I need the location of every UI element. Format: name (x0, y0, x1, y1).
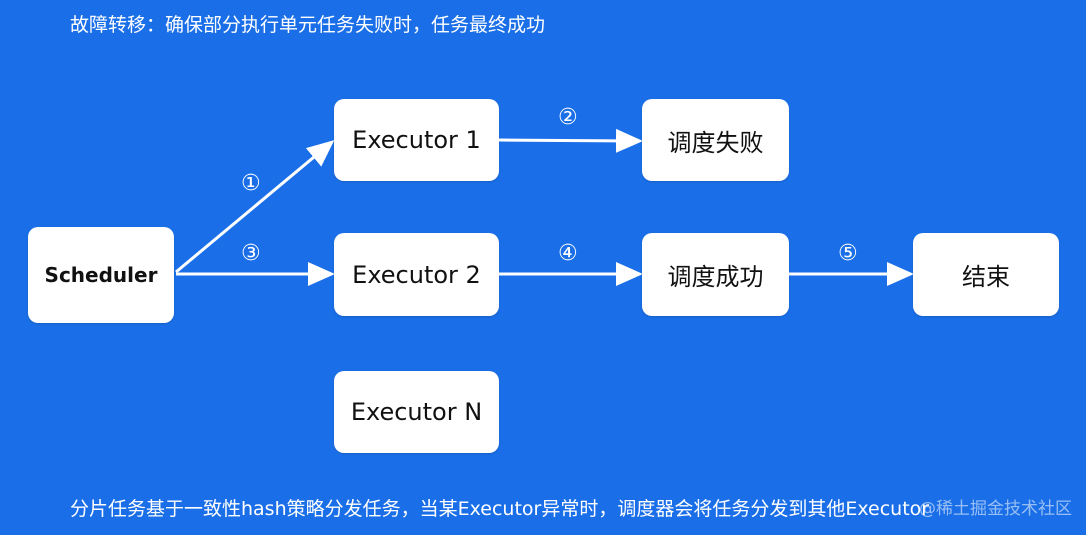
diagram-title: 故障转移：确保部分执行单元任务失败时，任务最终成功 (70, 14, 546, 36)
end-node: 结束 (913, 233, 1059, 316)
step-2-label: ② (558, 105, 578, 130)
edge-executor1-fail (498, 128, 643, 153)
watermark: @稀土掘金技术社区 (919, 499, 1072, 519)
step-1-label: ① (241, 171, 261, 196)
step-3-label: ③ (241, 241, 261, 266)
schedule-success-node: 调度成功 (642, 233, 789, 316)
footer-caption: 分片任务基于一致性hash策略分发任务，当某Executor异常时，调度器会将任… (70, 498, 930, 520)
step-5-label: ⑤ (838, 241, 858, 266)
step-4-label: ④ (558, 241, 578, 266)
edge-scheduler-executor1 (175, 140, 335, 274)
executor-2-node: Executor 2 (334, 233, 499, 316)
executor-n-node: Executor N (334, 371, 499, 453)
scheduler-node: Scheduler (28, 227, 174, 323)
executor-1-node: Executor 1 (334, 99, 499, 181)
schedule-failed-node: 调度失败 (642, 99, 789, 181)
